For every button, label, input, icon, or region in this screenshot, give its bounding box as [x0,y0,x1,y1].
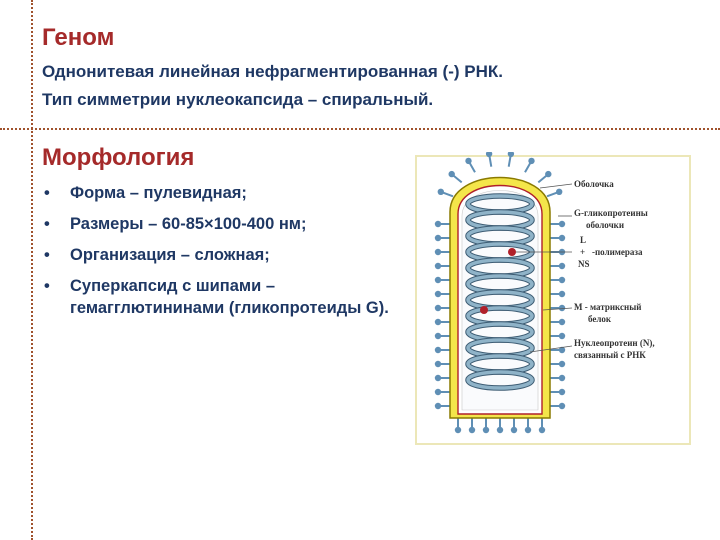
spike-head-icon [465,157,472,165]
spike-head-icon [558,290,566,298]
spike-head-icon [558,388,566,396]
horizontal-dotted-rule [0,128,720,130]
spike-head-icon [434,388,442,396]
morphology-list: • Форма – пулевидная; • Размеры – 60-85×10… [42,182,397,328]
label-plus: + [580,247,585,257]
spike-head-icon [558,374,566,382]
leader-line [529,345,573,353]
spike-head-icon [510,426,518,434]
spike-head-icon [434,304,442,312]
spike-head-icon [437,188,444,195]
spike-head-icon [545,170,552,178]
diagram-frame [415,155,691,445]
spike-head-icon [434,290,442,298]
spike-head-icon [558,360,566,368]
vertical-dotted-rule [31,0,33,540]
label-nucleoprotein: Нуклеопротеин (N), [574,338,655,348]
list-item-text: Размеры – 60-85×100-400 нм; [70,215,307,233]
list-item: • Размеры – 60-85×100-400 нм; [42,213,397,235]
label-nucleoprotein-cont: связанный с РНК [574,350,646,360]
spike-head-icon [558,220,566,228]
label-ns: NS [578,259,590,269]
spike-head-icon [496,426,504,434]
spike-head-icon [434,220,442,228]
label-l: L [580,235,586,245]
bullet-icon: • [44,184,50,202]
spike-head-icon [434,248,442,256]
spike-head-icon [434,346,442,354]
virus-diagram-svg: Оболочка G-гликопротеины оболочки L + NS… [415,152,691,445]
spike-head-icon [558,262,566,270]
spike-head-icon [558,304,566,312]
polymerase-dot [508,248,516,256]
genome-line-symmetry: Тип симметрии нуклеокапсида – спиральный… [42,90,434,109]
label-g-protein-cont: оболочки [586,220,624,230]
spike-head-icon [558,318,566,326]
leader-line [542,307,573,311]
spike-head-icon [434,234,442,242]
list-item: • Организация – сложная; [42,244,397,266]
label-envelope: Оболочка [574,179,614,189]
polymerase-dot [480,306,488,314]
spike-head-icon [482,426,490,434]
spike-head-icon [434,332,442,340]
spike-head-icon [524,426,532,434]
spike-head-icon [468,426,476,434]
spike-head-icon [556,188,563,195]
helix-coil [466,370,534,390]
bullet-icon: • [44,246,50,264]
spike-head-icon [558,332,566,340]
glycoprotein-spikes [434,152,566,434]
genome-line-rna: Однонитевая линейная нефрагментированная… [42,62,503,81]
spike-head-icon [434,374,442,382]
morphology-title: Морфология [42,144,195,171]
spike-head-icon [538,426,546,434]
spike-head-icon [507,152,515,158]
spike-head-icon [558,346,566,354]
leader-lines [516,183,573,353]
leader-line [539,183,573,189]
virus-structure-diagram: Оболочка G-гликопротеины оболочки L + NS… [412,152,696,448]
spike-head-icon [434,402,442,410]
label-g-protein: G-гликопротеины [574,208,648,218]
label-polymerase: -полимераза [592,247,643,257]
spike-head-icon [434,318,442,326]
list-item-text: Суперкапсид с шипами – гемагглютининами … [70,277,389,317]
spike-head-icon [558,276,566,284]
spike-head-icon [485,152,493,158]
spike-head-icon [528,157,535,165]
list-item-text: Организация – сложная; [70,246,270,264]
bullet-icon: • [44,277,50,295]
label-m-protein-cont: белок [588,314,612,324]
spike-head-icon [558,402,566,410]
genome-title: Геном [42,24,115,51]
spike-head-icon [454,426,462,434]
spike-head-icon [434,360,442,368]
spike-head-icon [434,262,442,270]
list-item: • Форма – пулевидная; [42,182,397,204]
spike-head-icon [448,170,455,178]
spike-head-icon [558,234,566,242]
list-item-text: Форма – пулевидная; [70,184,247,202]
label-m-protein: M - матриксный [574,302,641,312]
bullet-icon: • [44,215,50,233]
list-item: • Суперкапсид с шипами – гемагглютининами… [42,275,397,319]
spike-head-icon [434,276,442,284]
